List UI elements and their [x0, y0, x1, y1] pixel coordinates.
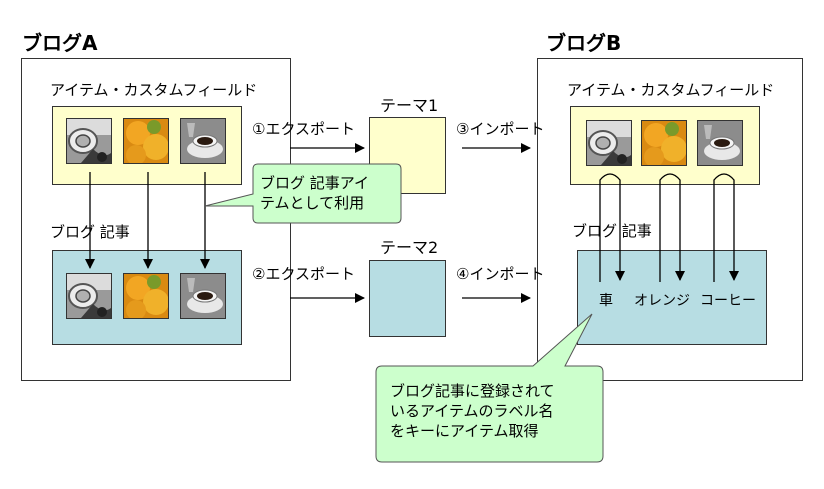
callout-top-line-2: テムとして利用	[260, 194, 365, 212]
blog-b-title: ブログB	[546, 31, 622, 55]
callout-bottom-line-1: ブログ記事に登録されて	[390, 382, 555, 400]
export-1-label: ①エクスポート	[252, 120, 355, 138]
callout-top-text: ブログ 記事アイ テムとして利用	[260, 173, 369, 213]
blog-b-entry-box	[577, 250, 767, 345]
import-4-label: ④インポート	[456, 265, 545, 283]
coffee-icon	[180, 118, 226, 164]
import-3-label: ③インポート	[456, 120, 545, 138]
orange-icon	[123, 118, 169, 164]
blog-a-custom-field-label: アイテム・カスタムフィールド	[50, 81, 258, 99]
orange-icon	[641, 120, 687, 166]
coffee-icon	[180, 273, 226, 319]
loop-arrow-orange	[659, 173, 685, 282]
theme2-label: テーマ2	[380, 238, 439, 257]
entry-item-orange: オレンジ	[634, 293, 690, 309]
entry-item-car: 車	[599, 293, 613, 309]
theme2-box	[369, 260, 446, 337]
callout-bottom-line-3: をキーにアイテム取得	[390, 422, 539, 440]
blog-b-custom-field-label: アイテム・カスタムフィールド	[567, 81, 775, 99]
car-icon	[66, 118, 112, 164]
callout-top-line-1: ブログ 記事アイ	[260, 174, 370, 192]
callout-bottom-shape	[375, 313, 604, 463]
callout-bottom-line-2: いるアイテムのラベル名	[390, 402, 554, 420]
export-2-label: ②エクスポート	[252, 265, 355, 283]
blog-b-entry-label: ブログ 記事	[572, 222, 652, 240]
loop-arrow-coffee	[713, 173, 739, 282]
theme1-label: テーマ1	[380, 96, 439, 115]
callout-bottom-text: ブログ記事に登録されて いるアイテムのラベル名 をキーにアイテム取得	[390, 381, 555, 441]
coffee-icon	[697, 120, 743, 166]
blog-a-title: ブログA	[22, 31, 98, 55]
loop-arrow-car	[599, 173, 625, 282]
car-icon	[586, 120, 632, 166]
entry-item-coffee: コーヒー	[700, 293, 756, 309]
callout-top-shape	[204, 163, 402, 224]
orange-icon	[123, 273, 169, 319]
car-icon	[66, 273, 112, 319]
